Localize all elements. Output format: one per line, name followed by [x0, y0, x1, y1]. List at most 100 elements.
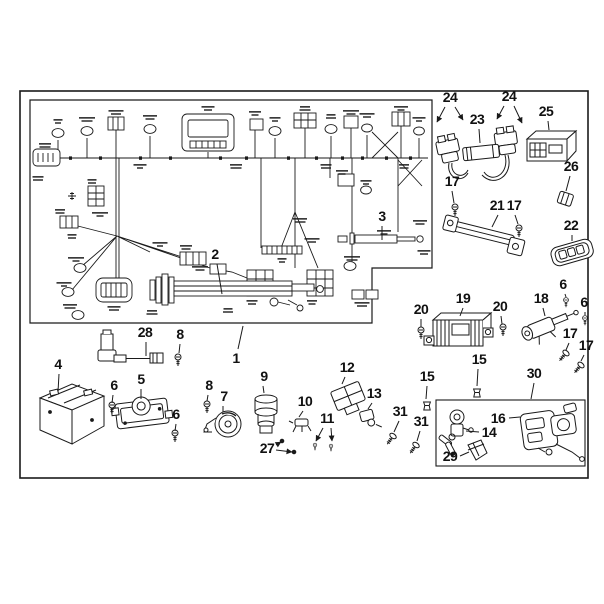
mounting-bracket-drawing [442, 214, 526, 257]
callout-28-37: 28 [137, 324, 153, 340]
control-module-drawing [423, 311, 494, 347]
sensor-drawing [359, 408, 382, 428]
leader-line-12 [341, 376, 346, 385]
connector-cap-drawing [556, 190, 574, 207]
leader-line-23 [478, 128, 481, 144]
callout-8-11: 8 [205, 377, 213, 393]
ignition-barrel-drawing [254, 394, 278, 434]
leader-line-1 [237, 325, 244, 350]
wiring-harness-schematic [32, 111, 428, 320]
leader-line-20 [500, 315, 503, 325]
diagnostic-lead-drawing [435, 125, 518, 181]
callout-9-12: 9 [260, 368, 268, 384]
callout-1-0: 1 [232, 350, 240, 366]
callout-15-19: 15 [471, 351, 487, 367]
callout-13-16: 13 [366, 385, 382, 401]
callout-17-23: 17 [562, 325, 578, 341]
leader-line-8 [206, 394, 209, 402]
callout-23-31: 23 [469, 111, 485, 127]
leader-line-16 [508, 416, 521, 419]
callout-31-41: 31 [413, 413, 429, 429]
callout-6-6: 6 [172, 406, 180, 422]
callout-24-33: 24 [501, 88, 517, 104]
leader-line-9 [262, 385, 265, 394]
leader-line-6 [564, 293, 567, 298]
leader-line-29 [459, 451, 470, 457]
leader-line-17 [580, 354, 585, 362]
callout-24-32: 24 [442, 89, 458, 105]
callout-2-1: 2 [211, 246, 219, 262]
callout-6-7: 6 [559, 276, 567, 292]
leader-line-27 [275, 448, 293, 455]
callout-22-30: 22 [563, 217, 579, 233]
callout-20-27: 20 [413, 301, 429, 317]
callout-19-26: 19 [455, 290, 471, 306]
spark-plug-lead-drawing [97, 329, 164, 364]
relay-module-drawing [525, 129, 578, 163]
leader-line-31 [416, 430, 421, 442]
callout-17-24: 17 [578, 337, 594, 353]
callout-16-20: 16 [490, 410, 506, 426]
leader-line-10 [298, 410, 304, 418]
battery-drawing [38, 383, 106, 445]
leader-line-11 [328, 427, 335, 442]
leader-line-17 [451, 190, 455, 204]
callout-11-14: 11 [320, 410, 334, 426]
leader-line-11 [315, 427, 324, 442]
leader-line-21 [491, 214, 499, 228]
leader-line-6 [111, 394, 114, 404]
leader-line-17 [565, 342, 570, 351]
throttle-body-drawing [519, 402, 585, 462]
leader-line-18 [542, 307, 546, 317]
key-switch-drawing [438, 409, 474, 456]
callout-3-2: 3 [378, 208, 386, 224]
callout-14-17: 14 [481, 424, 497, 440]
callout-4-3: 4 [54, 356, 62, 372]
solenoid-valve-drawing [521, 309, 579, 345]
callout-12-15: 12 [339, 359, 355, 375]
leader-line-2 [216, 263, 223, 295]
cable-assembly-drawing [337, 232, 424, 245]
horn-drawing [203, 410, 242, 438]
callout-10-13: 10 [297, 393, 313, 409]
remote-key-fob-drawing [550, 238, 594, 267]
callout-6-8: 6 [580, 294, 588, 310]
rubber-boot-drawing [467, 439, 488, 461]
kit-box [435, 399, 586, 467]
callout-8-10: 8 [176, 326, 184, 342]
callout-5-4: 5 [137, 371, 145, 387]
leader-line-6 [174, 423, 177, 432]
leader-line-8 [178, 343, 181, 354]
callout-27-36: 27 [259, 440, 275, 456]
leader-line-25 [547, 120, 550, 131]
leader-line-27 [274, 441, 282, 448]
outer-frame [19, 90, 589, 479]
leader-line-31 [393, 420, 400, 433]
leader-line-17 [514, 214, 519, 225]
callout-15-18: 15 [419, 368, 435, 384]
wire-clip-drawing [288, 418, 312, 433]
leader-line-26 [565, 175, 571, 192]
main-cable-assembly-drawing [149, 273, 324, 312]
callout-30-39: 30 [526, 365, 542, 381]
callout-17-21: 17 [444, 173, 460, 189]
callout-31-40: 31 [392, 403, 408, 419]
schematic-label-smudges [32, 106, 431, 315]
leader-line-13 [367, 402, 373, 410]
leader-line-4 [57, 373, 60, 393]
leader-line-24 [436, 106, 446, 123]
leader-line-15 [425, 385, 428, 400]
leader-line-24 [454, 106, 464, 121]
callout-29-38: 29 [442, 448, 458, 464]
leader-line-24 [496, 105, 505, 120]
rivet-pair-drawing [279, 438, 297, 455]
callout-21-29: 21 [489, 197, 505, 213]
callout-18-25: 18 [533, 290, 549, 306]
leader-line-24 [513, 105, 523, 124]
leader-line-30 [530, 382, 535, 400]
relay-drawing [330, 381, 366, 416]
callout-26-35: 26 [563, 158, 579, 174]
